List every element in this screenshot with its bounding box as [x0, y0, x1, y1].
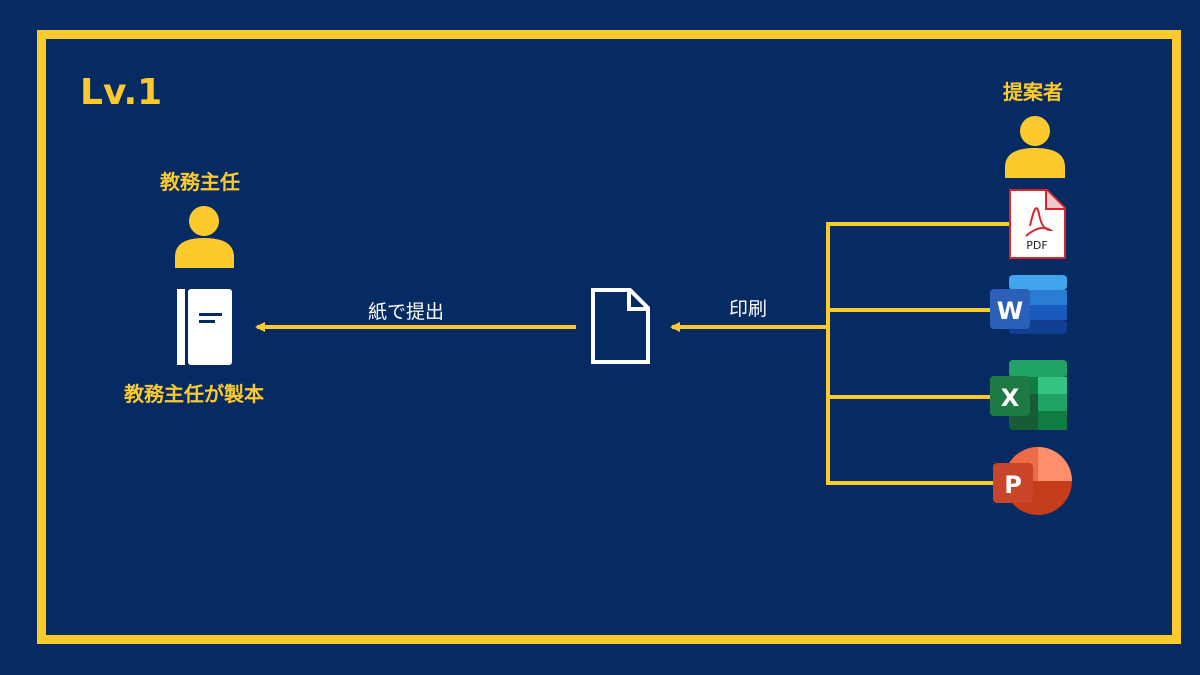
binding-label: 教務主任が製本 — [124, 382, 264, 406]
proposer-person-icon — [1005, 116, 1065, 178]
excel-letter: X — [1001, 384, 1020, 412]
file-connector — [826, 222, 1010, 485]
submit-paper-label: 紙で提出 — [368, 301, 445, 323]
outer-frame — [37, 30, 1181, 644]
teacher-label: 教務主任 — [160, 170, 240, 194]
pdf-text: PDF — [1026, 239, 1047, 252]
proposer-label: 提案者 — [1003, 80, 1063, 104]
powerpoint-icon: P — [993, 447, 1072, 515]
word-icon: W — [990, 275, 1067, 334]
word-letter: W — [997, 297, 1023, 325]
teacher-person-icon — [175, 206, 234, 268]
paper-document-icon — [591, 288, 650, 364]
powerpoint-letter: P — [1004, 471, 1022, 499]
excel-icon: X — [990, 360, 1067, 430]
level-label: Lv.1 — [80, 72, 163, 113]
print-label: 印刷 — [729, 298, 768, 320]
pdf-file-icon: PDF — [1009, 189, 1066, 259]
book-icon — [177, 289, 232, 365]
